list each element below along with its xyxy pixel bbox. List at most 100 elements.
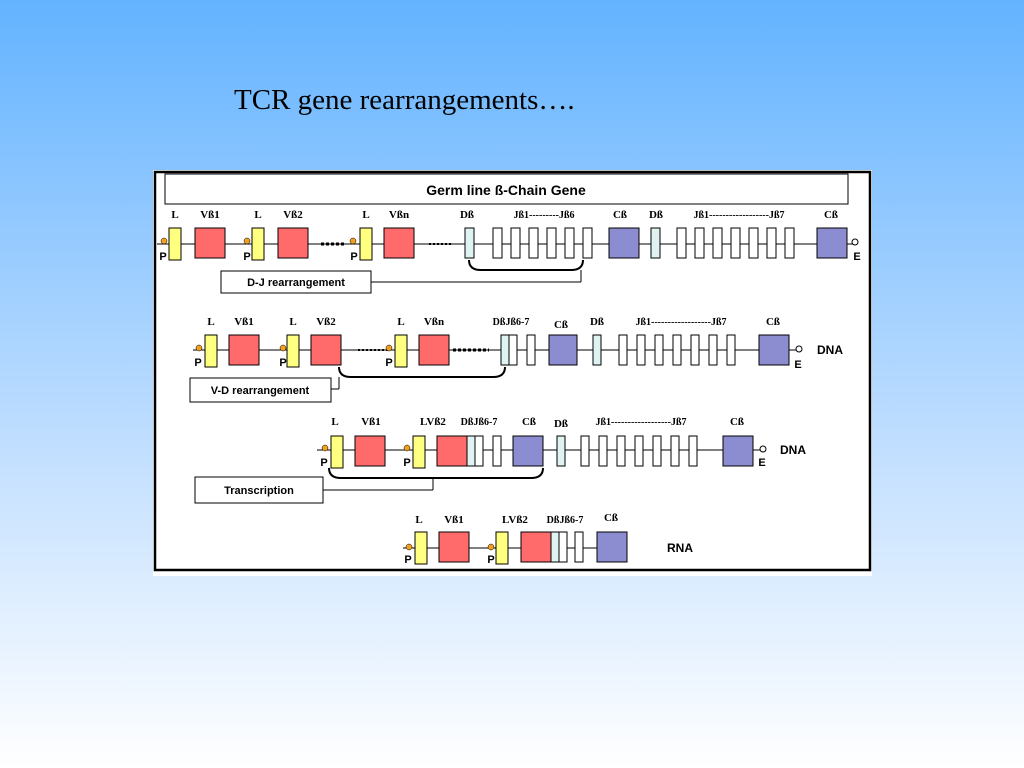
segment-label: L bbox=[362, 209, 369, 221]
row-germline: L Vß1 L Vß2 L Vßn Dß Jß1---------Jß6 Cß … bbox=[157, 209, 861, 294]
promoter-dot bbox=[405, 543, 413, 551]
segment-label: LVß2 bbox=[502, 514, 528, 526]
j-segment bbox=[574, 531, 584, 563]
j-segment bbox=[654, 334, 664, 366]
segment-label: Cß bbox=[613, 209, 627, 221]
segment-label: Cß bbox=[730, 416, 744, 428]
callout-box bbox=[194, 476, 324, 504]
enhancer-dot bbox=[795, 345, 803, 353]
callout-box bbox=[220, 270, 372, 294]
segment-label: DßJß6-7 bbox=[547, 515, 584, 526]
enhancer-label: E bbox=[758, 457, 765, 469]
j-segment bbox=[652, 435, 662, 467]
j-segment bbox=[598, 435, 608, 467]
j-segment bbox=[526, 334, 536, 366]
row-vd-rearrangement: L Vß1 L Vß2 L Vßn DßJß6-7 Cß Dß Jß1-----… bbox=[189, 316, 843, 403]
v-segment bbox=[277, 227, 309, 259]
leader-segment bbox=[330, 435, 344, 469]
rearrangement-bracket bbox=[468, 259, 584, 271]
promoter-label: P bbox=[320, 457, 327, 469]
promoter-dot bbox=[385, 344, 393, 352]
segment-label: Dß bbox=[649, 209, 663, 221]
segment-label: DßJß6-7 bbox=[493, 317, 530, 328]
rearrangement-bracket bbox=[338, 366, 506, 378]
v-segment bbox=[520, 531, 552, 563]
c-segment bbox=[722, 435, 754, 467]
molecule-type-label: RNA bbox=[667, 541, 693, 555]
j-segment bbox=[676, 227, 687, 259]
leader-segment bbox=[251, 227, 265, 261]
segment-label: L bbox=[171, 209, 178, 221]
j-segment bbox=[508, 334, 518, 366]
v-segment bbox=[438, 531, 470, 563]
j-segment bbox=[564, 227, 575, 259]
segment-label: Jß1------------------Jß7 bbox=[635, 317, 726, 328]
enhancer-label: E bbox=[794, 359, 801, 371]
v-segment bbox=[228, 334, 260, 366]
c-segment bbox=[596, 531, 628, 563]
v-segment bbox=[436, 435, 468, 467]
j-segment bbox=[708, 334, 718, 366]
j-segment bbox=[580, 435, 590, 467]
segment-label: Vß1 bbox=[234, 316, 254, 328]
enhancer-dot bbox=[851, 238, 859, 246]
v-segment bbox=[418, 334, 450, 366]
segment-label: L bbox=[207, 316, 214, 328]
segment-label: Vßn bbox=[424, 316, 444, 328]
enhancer-dot bbox=[759, 445, 767, 453]
promoter-label: P bbox=[403, 457, 410, 469]
leader-segment bbox=[412, 435, 426, 469]
leader-segment bbox=[359, 227, 373, 261]
j-segment bbox=[748, 227, 759, 259]
v-segment bbox=[383, 227, 415, 259]
d-segment bbox=[556, 435, 566, 467]
promoter-dot bbox=[195, 344, 203, 352]
dj-segment bbox=[466, 435, 476, 467]
callout-label: D-J rearrangement bbox=[247, 277, 345, 289]
gene-diagram-figure: Germ line ß-Chain Gene L Vß1 bbox=[153, 170, 872, 576]
segment-label: L bbox=[415, 514, 422, 526]
segment-label: L bbox=[289, 316, 296, 328]
v-segment bbox=[310, 334, 342, 366]
j-segment bbox=[690, 334, 700, 366]
dj-segment bbox=[550, 531, 560, 563]
segment-label: Jß1------------------Jß7 bbox=[595, 417, 686, 428]
j-segment bbox=[784, 227, 795, 259]
promoter-label: P bbox=[243, 251, 250, 263]
j-segment bbox=[636, 334, 646, 366]
j-segment bbox=[618, 334, 628, 366]
promoter-label: P bbox=[159, 251, 166, 263]
segment-label: Vß1 bbox=[444, 514, 464, 526]
segment-label: Dß bbox=[554, 418, 568, 430]
segment-label: Vß1 bbox=[361, 416, 381, 428]
j-segment bbox=[582, 227, 593, 259]
j-segment bbox=[726, 334, 736, 366]
promoter-dot bbox=[243, 237, 251, 245]
enhancer-label: E bbox=[853, 251, 860, 263]
j-segment bbox=[510, 227, 521, 259]
segment-label: L bbox=[254, 209, 261, 221]
promoter-label: P bbox=[385, 357, 392, 369]
promoter-dot bbox=[160, 237, 168, 245]
segment-label: Dß bbox=[590, 316, 604, 328]
segment-label: Cß bbox=[604, 512, 618, 524]
segment-label: Cß bbox=[766, 316, 780, 328]
promoter-dot bbox=[403, 444, 411, 452]
segment-label: Cß bbox=[824, 209, 838, 221]
c-segment bbox=[758, 334, 790, 366]
segment-label: L bbox=[331, 416, 338, 428]
row-transcription: L Vß1 LVß2 DßJß6-7 Cß Dß Jß1------------… bbox=[194, 416, 806, 504]
promoter-label: P bbox=[279, 357, 286, 369]
d-segment bbox=[592, 334, 602, 366]
leader-segment bbox=[414, 531, 428, 565]
d-segment bbox=[650, 227, 661, 259]
j-segment bbox=[688, 435, 698, 467]
promoter-label: P bbox=[487, 554, 494, 566]
j-segment bbox=[694, 227, 705, 259]
leader-segment bbox=[286, 334, 300, 368]
j-segment bbox=[672, 334, 682, 366]
leader-segment bbox=[168, 227, 182, 261]
j-segment bbox=[670, 435, 680, 467]
j-segment bbox=[558, 531, 568, 563]
segment-label: Vß2 bbox=[283, 209, 303, 221]
